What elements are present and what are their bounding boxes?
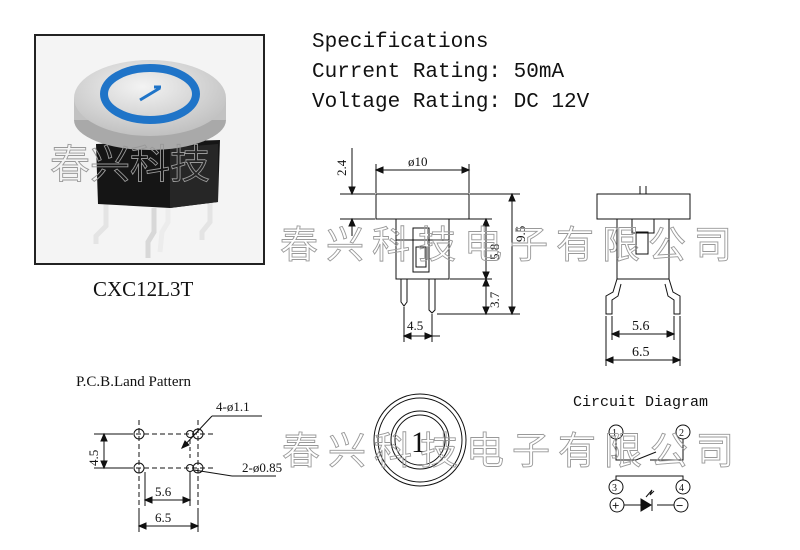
pcb-hole-1 — [133, 428, 145, 440]
company-watermark-bottom: 春兴科技电子有限公司 — [282, 429, 742, 473]
top-view-drawing — [373, 393, 467, 487]
end-cap — [596, 193, 691, 220]
end-inner-width-label: 5.6 — [632, 319, 650, 334]
side-body — [395, 218, 450, 280]
side-dia-label: ø10 — [408, 154, 428, 169]
end-view-drawing — [596, 186, 691, 366]
circuit-pin-3-label: 3 — [612, 483, 617, 494]
led-wire — [615, 475, 684, 480]
pin-mid — [145, 208, 157, 258]
cap-number-glyph — [139, 85, 161, 102]
spec-current: Current Rating: 50mA — [312, 61, 565, 84]
led-symbol — [640, 498, 653, 512]
side-cap — [375, 193, 470, 220]
switch-photo-drawing: 春兴科技 — [50, 60, 226, 258]
side-view-drawing — [340, 148, 520, 342]
circuit-pin-1-label: 1 — [612, 428, 617, 439]
pin-left — [93, 204, 109, 244]
pcb-led-hole-1 — [186, 430, 194, 438]
top-view-number: 1 — [411, 426, 426, 459]
photo-watermark: 春兴科技 — [50, 142, 210, 188]
pin-right — [199, 200, 213, 240]
pcb-hole-3 — [133, 462, 145, 474]
led-ring — [100, 64, 200, 124]
circuit-title: Circuit Diagram — [573, 394, 708, 411]
side-body-height-label: 5.8 — [487, 244, 502, 260]
pcb-inner-width-label: 5.6 — [155, 484, 172, 499]
circuit-pin-4-label: 4 — [679, 483, 684, 494]
product-photo: 春兴科技 — [34, 34, 265, 265]
side-pin-left — [400, 279, 408, 307]
company-watermark-top: 春兴科技电子有限公司 — [280, 223, 740, 267]
body-shade — [170, 144, 218, 208]
switch-contact — [635, 451, 657, 461]
switch-wires — [615, 439, 684, 461]
side-total-height-label: 9.5 — [513, 226, 528, 242]
circuit-pin-2-label: 2 — [679, 428, 684, 439]
top-outer-ring — [373, 393, 467, 487]
circuit-plus-label: + — [612, 498, 619, 513]
pcb-small-holes-label: 2-ø0.85 — [242, 460, 282, 475]
pcb-title: P.C.B.Land Pattern — [76, 374, 191, 390]
side-pin-spacing-label: 4.5 — [407, 318, 423, 333]
spec-heading: Specifications — [312, 31, 489, 54]
pcb-height-label: 4.5 — [86, 450, 101, 466]
spec-voltage: Voltage Rating: DC 12V — [312, 91, 590, 114]
circuit-minus-label: − — [676, 498, 683, 513]
pcb-outer-width-label: 6.5 — [155, 510, 171, 525]
circuit-diagram — [608, 424, 691, 513]
side-plunger — [412, 227, 430, 273]
pin-front — [157, 204, 171, 253]
end-pin-left — [605, 278, 622, 315]
model-number: CXC12L3T — [93, 277, 194, 301]
end-outer-width-label: 6.5 — [632, 345, 650, 360]
top-inner-ring — [390, 410, 450, 470]
side-pin-right — [428, 279, 436, 314]
pcb-land-pattern — [94, 415, 276, 532]
pcb-holes-label: 4-ø1.1 — [216, 399, 250, 414]
pcb-led-hole-2 — [186, 464, 194, 472]
end-pin-right — [664, 278, 681, 315]
side-pin-height-label: 3.7 — [487, 291, 502, 308]
side-cap-height-label: 2.4 — [334, 159, 349, 176]
